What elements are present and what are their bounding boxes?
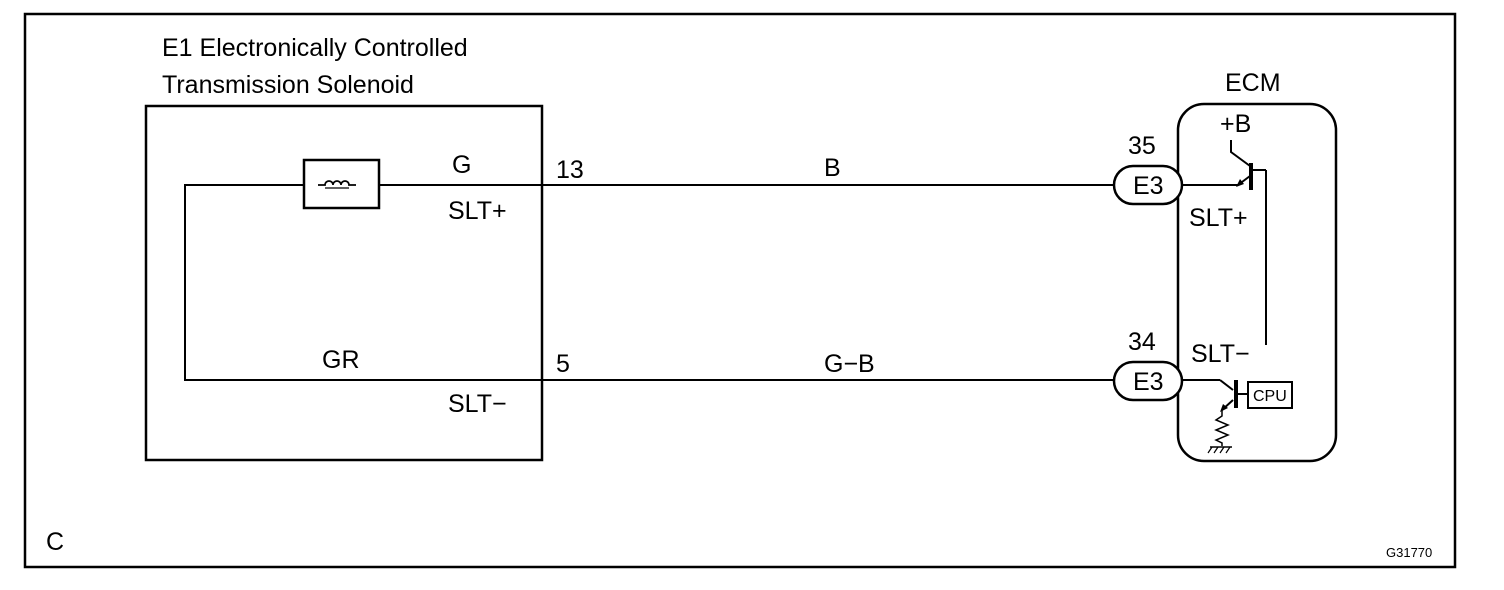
solenoid-wire-bottom-color: GR bbox=[322, 346, 360, 374]
ecm-pin-bottom: 34 bbox=[1128, 328, 1156, 356]
cpu-box bbox=[1247, 381, 1293, 409]
solenoid-wire-top-color: G bbox=[452, 151, 471, 179]
coil-icon bbox=[318, 180, 356, 186]
section-letter: C bbox=[46, 528, 64, 556]
ecm-supply-label: +B bbox=[1220, 110, 1251, 138]
solenoid-internal-wire bbox=[184, 184, 542, 381]
solenoid-title-line1: E1 Electronically Controlled bbox=[162, 34, 468, 62]
low-side-transistor-icon bbox=[1182, 379, 1248, 454]
solenoid-pin-top: 13 bbox=[556, 156, 584, 184]
solenoid-terminal-bottom-name: SLT− bbox=[448, 390, 507, 418]
ecm-terminal-top-name: SLT+ bbox=[1189, 204, 1248, 232]
harness-wire-bottom-color: G−B bbox=[824, 350, 875, 378]
high-side-transistor-icon bbox=[1182, 140, 1267, 345]
solenoid-box bbox=[144, 104, 544, 462]
harness-wire-top-color: B bbox=[824, 154, 841, 182]
harness: 13 5 B G−B bbox=[542, 154, 1115, 381]
diagram-frame bbox=[23, 12, 1457, 569]
solenoid-component: E1 Electronically Controlled Transmissio… bbox=[144, 34, 544, 462]
ecm-component: ECM E3 E3 35 34 +B SLT+ SLT− bbox=[1112, 69, 1338, 463]
ecm-title: ECM bbox=[1225, 69, 1281, 97]
ecm-terminal-bottom-name: SLT− bbox=[1191, 340, 1250, 368]
solenoid-title-line2: Transmission Solenoid bbox=[162, 71, 414, 99]
ecm-connector-bottom-label: E3 bbox=[1133, 368, 1164, 396]
solenoid-terminal-top-name: SLT+ bbox=[448, 197, 507, 225]
cpu-label: CPU bbox=[1253, 388, 1287, 405]
ecm-box bbox=[1176, 102, 1338, 463]
ecm-pin-top: 35 bbox=[1128, 132, 1156, 160]
ecm-connector-top-label: E3 bbox=[1133, 172, 1164, 200]
figure-code: G31770 bbox=[1386, 545, 1432, 560]
solenoid-pin-bottom: 5 bbox=[556, 350, 570, 378]
